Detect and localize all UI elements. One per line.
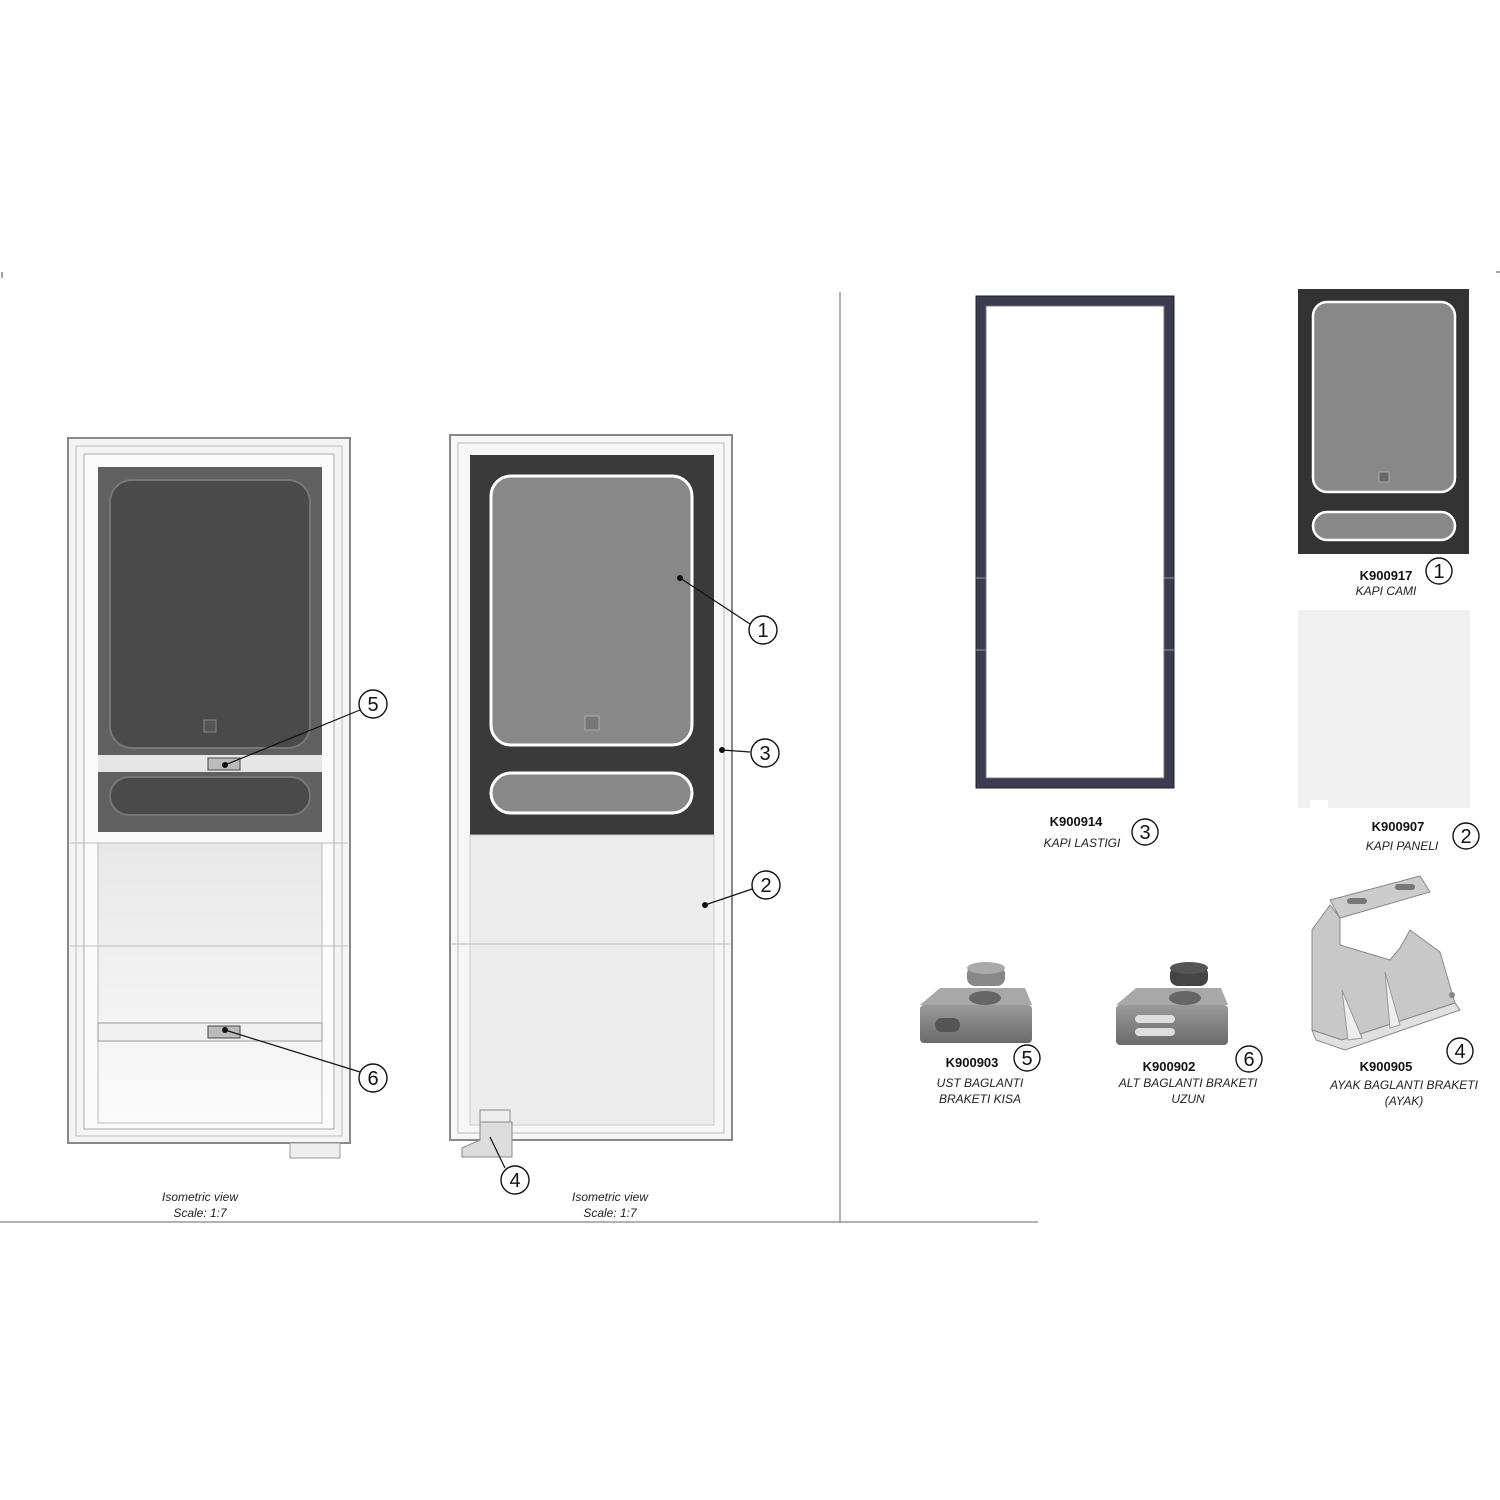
- part-code: K900905: [1360, 1059, 1413, 1074]
- part-code: K900917: [1360, 568, 1413, 583]
- part-name: BRAKETI KISA: [939, 1092, 1021, 1106]
- part-name: KAPI PANELI: [1366, 839, 1439, 853]
- callout-2: 2: [751, 870, 781, 900]
- callout-number: 3: [759, 743, 770, 765]
- part-name: ALT BAGLANTI BRAKETI: [1118, 1076, 1258, 1090]
- callout-number: 6: [367, 1068, 378, 1090]
- part-number: 6: [1243, 1049, 1254, 1071]
- part-name: UZUN: [1171, 1092, 1205, 1106]
- part-number: 3: [1139, 822, 1150, 844]
- sheet-frame: [0, 271, 1500, 1223]
- callout-number: 2: [760, 875, 771, 897]
- part-code: K900903: [946, 1055, 999, 1070]
- callout-number: 5: [367, 694, 378, 716]
- part-code: K900914: [1050, 814, 1104, 829]
- part-name: KAPI CAMI: [1356, 584, 1417, 598]
- view-scale: Scale: 1:7: [173, 1206, 228, 1220]
- foot-bracket-icon: [461, 1121, 513, 1158]
- part-gasket: K900914 KAPI LASTIGI 3: [975, 295, 1175, 850]
- callout-1: 1: [748, 615, 778, 645]
- view-scale: Scale: 1:7: [583, 1206, 638, 1220]
- part-name: AYAK BAGLANTI BRAKETI: [1329, 1078, 1478, 1092]
- part-panel: K900907 KAPI PANELI 2: [1298, 610, 1480, 853]
- part-name: UST BAGLANTI: [937, 1076, 1024, 1090]
- bracket-icon: [920, 962, 1032, 1043]
- part-name: KAPI LASTIGI: [1044, 836, 1121, 850]
- view-label: Isometric view: [162, 1190, 239, 1204]
- callout-3: 3: [750, 738, 780, 768]
- callout-5: 5: [358, 689, 388, 719]
- part-top-bracket-short: K900903 UST BAGLANTI BRAKETI KISA 5: [920, 962, 1041, 1106]
- door-isometric-view-b: [449, 434, 733, 1158]
- leader-lines: [222, 575, 753, 1169]
- part-foot-bracket: K900905 AYAK BAGLANTI BRAKETI (AYAK) 4: [1311, 875, 1479, 1108]
- part-number: 1: [1433, 561, 1444, 583]
- foot-bracket-icon: [289, 1142, 341, 1159]
- part-glass: K900917 KAPI CAMI 1: [1298, 289, 1469, 598]
- callout-6: 6: [358, 1063, 388, 1093]
- callout-number: 4: [509, 1170, 520, 1192]
- part-code: K900902: [1143, 1059, 1196, 1074]
- view-label: Isometric view: [572, 1190, 649, 1204]
- part-number: 5: [1021, 1048, 1032, 1070]
- part-number: 2: [1460, 826, 1471, 848]
- callout-4: 4: [500, 1165, 530, 1195]
- part-number: 4: [1454, 1041, 1465, 1063]
- part-name: (AYAK): [1385, 1094, 1423, 1108]
- bracket-icon: [1116, 962, 1228, 1045]
- door-isometric-view-a: [67, 437, 351, 1159]
- part-code: K900907: [1372, 819, 1425, 834]
- callout-number: 1: [757, 620, 768, 642]
- foot-bracket-icon: [1311, 875, 1461, 1051]
- part-bottom-bracket-long: K900902 ALT BAGLANTI BRAKETI UZUN 6: [1116, 962, 1263, 1106]
